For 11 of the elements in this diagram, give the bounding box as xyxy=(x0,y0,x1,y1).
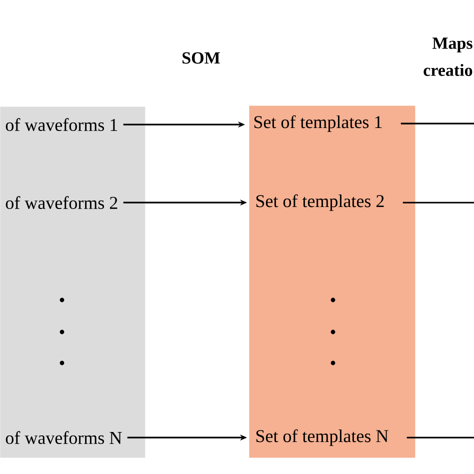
step-label: creatio xyxy=(424,64,472,76)
waveform-label: of waveforms 2 xyxy=(6,196,118,210)
template-panel xyxy=(249,106,416,458)
waveform-label: of waveforms N xyxy=(6,431,122,444)
step-label: SOM xyxy=(182,52,220,64)
waveform-label: of waveforms 1 xyxy=(6,118,118,132)
template-label: Set of templates 2 xyxy=(256,194,384,211)
step-label: Maps xyxy=(432,38,472,52)
template-label: Set of templates N xyxy=(256,429,388,446)
waveform-panel xyxy=(0,106,146,458)
template-label: Set of templates 1 xyxy=(254,115,382,132)
